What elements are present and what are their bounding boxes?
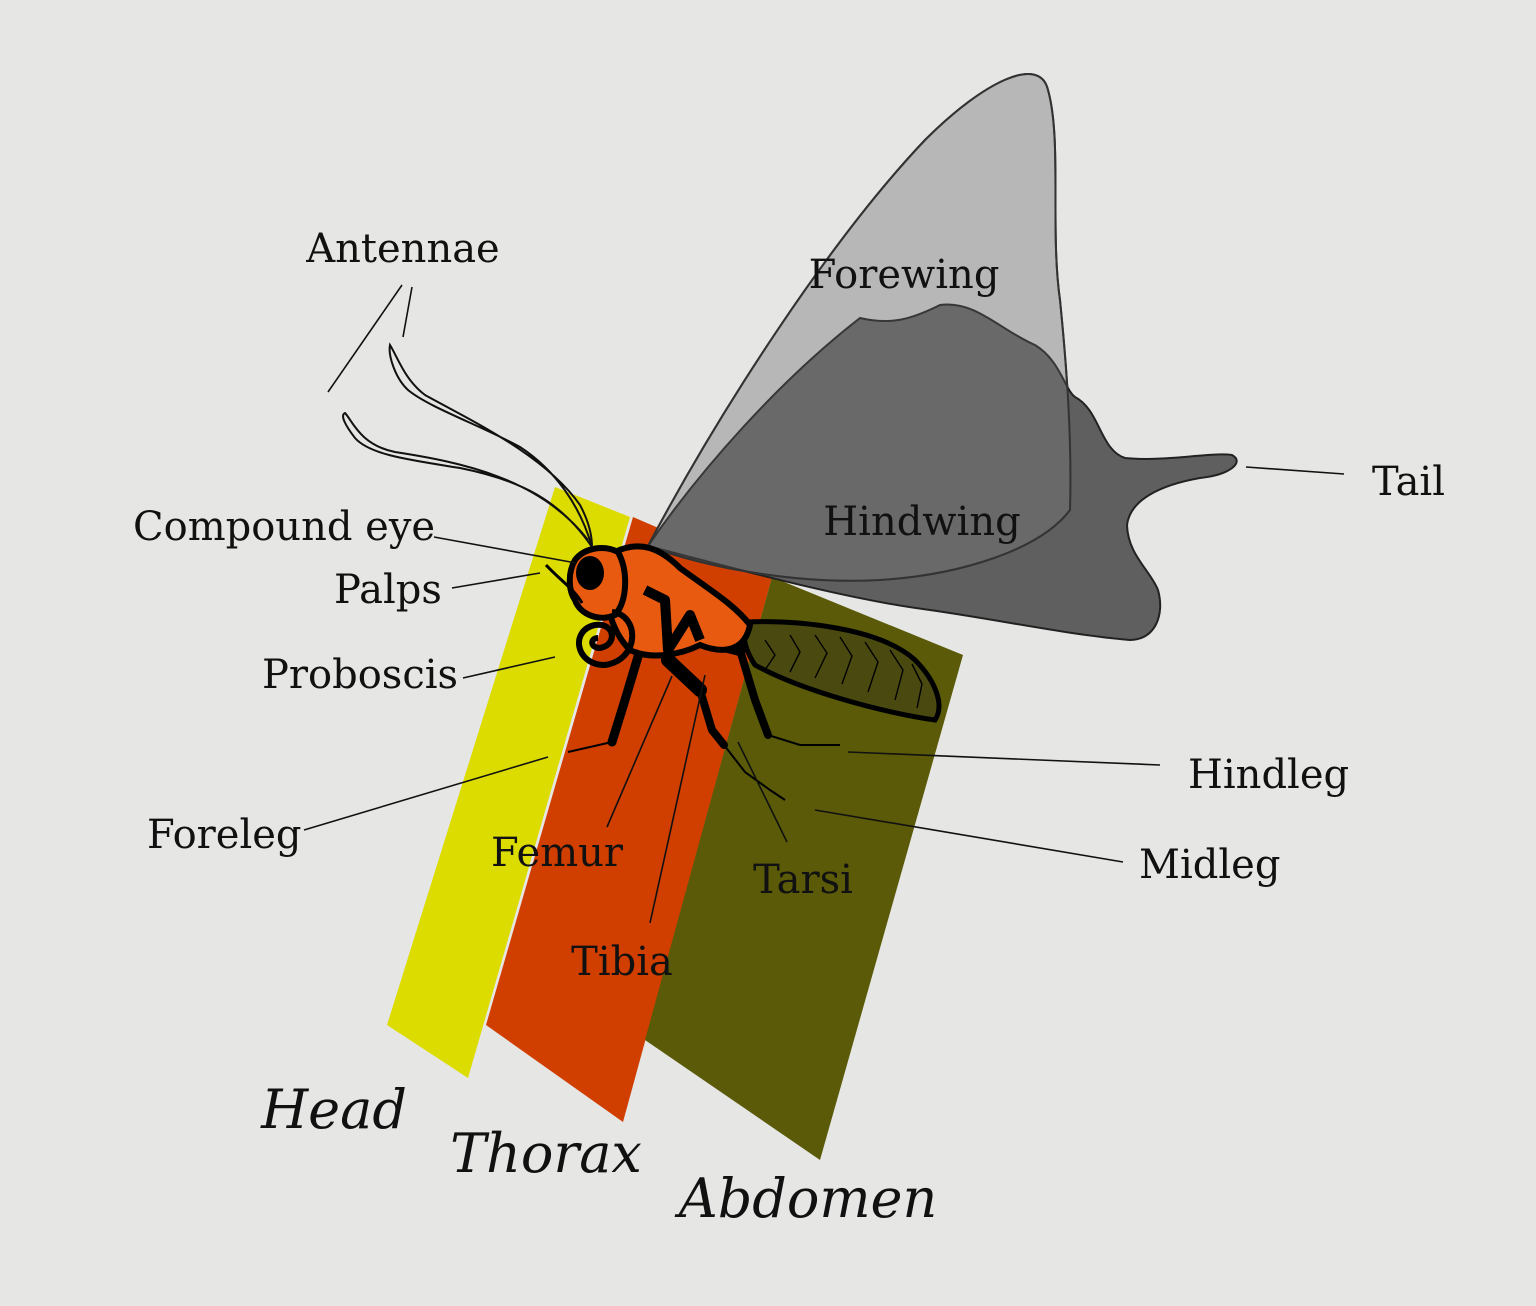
leader-compound-eye — [433, 536, 577, 564]
leader-antennae-left — [327, 284, 403, 393]
foreleg-tarsus — [567, 741, 613, 753]
abdomen-band — [645, 577, 963, 1160]
leader-tibia — [649, 674, 706, 924]
leader-palps — [451, 572, 541, 589]
hindwing — [646, 303, 1238, 642]
label-tail: Tail — [1372, 459, 1445, 505]
hindleg-tarsus — [767, 734, 840, 746]
label-hindwing: Hindwing — [823, 499, 1020, 545]
label-thorax: Thorax — [450, 1122, 642, 1185]
leader-tail — [1245, 466, 1345, 475]
antenna-right — [388, 342, 593, 548]
leader-proboscis — [462, 656, 556, 679]
thorax-band — [486, 517, 772, 1122]
palps — [544, 563, 584, 604]
abdomen-stripes — [764, 634, 923, 709]
midleg-tibia — [696, 686, 728, 749]
thorax — [603, 543, 754, 659]
label-abdomen: Abdomen — [674, 1167, 938, 1230]
leader-foreleg — [303, 756, 549, 831]
label-femur: Femur — [491, 830, 624, 876]
antenna-left — [342, 411, 593, 548]
forewing-outline — [646, 73, 1072, 582]
thorax-mark — [642, 585, 705, 655]
leader-midleg — [814, 809, 1124, 863]
label-forewing: Forewing — [809, 252, 1000, 298]
label-foreleg: Foreleg — [147, 812, 302, 858]
label-head: Head — [260, 1078, 407, 1141]
hindleg-tibia — [736, 646, 772, 739]
leader-hindleg — [847, 751, 1161, 766]
leader-antennae-right — [402, 286, 413, 338]
label-compound-eye: Compound eye — [133, 504, 435, 550]
label-proboscis: Proboscis — [262, 652, 458, 698]
label-tibia: Tibia — [571, 939, 673, 985]
label-hindleg: Hindleg — [1188, 752, 1349, 798]
label-palps: Palps — [334, 567, 442, 613]
midleg-femur — [661, 653, 707, 697]
abdomen — [741, 619, 942, 723]
proboscis — [576, 609, 636, 669]
label-midleg: Midleg — [1139, 842, 1280, 888]
head-band — [387, 487, 630, 1078]
compound-eye — [576, 556, 604, 590]
label-antennae: Antennae — [305, 226, 499, 272]
leader-femur — [606, 675, 673, 828]
label-tarsi: Tarsi — [753, 857, 853, 903]
foreleg — [607, 645, 645, 747]
leader-tarsi — [737, 741, 788, 843]
leader-lines — [303, 284, 1345, 924]
